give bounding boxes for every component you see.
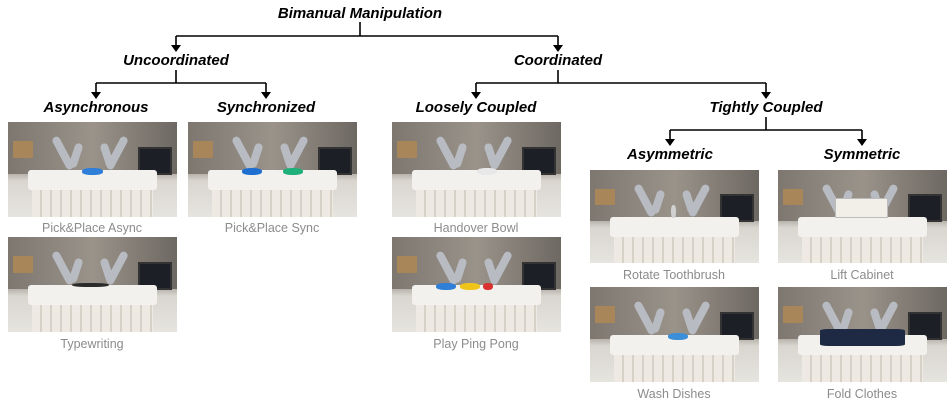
task-caption: Fold Clothes [826,387,898,401]
task-photo-typewriting [8,237,177,332]
node-loosely-coupled: Loosely Coupled [415,99,537,116]
task-photo-lift-cabinet [778,170,947,263]
task-photo-wash-dishes [590,287,759,382]
node-symmetric: Symmetric [823,146,901,163]
task-caption: Rotate Toothbrush [623,268,725,282]
task-photo-handover-bowl [392,122,561,217]
task-caption: Pick&Place Async [41,221,143,235]
node-asynchronous: Asynchronous [43,99,149,116]
node-coordinated: Coordinated [513,52,603,69]
task-caption: Play Ping Pong [433,337,519,351]
node-uncoordinated: Uncoordinated [123,52,229,69]
task-caption: Wash Dishes [637,387,711,401]
task-caption: Lift Cabinet [830,268,894,282]
node-synchronized: Synchronized [216,99,316,116]
task-photo-pick-place-async [8,122,177,217]
task-photo-rotate-toothbrush [590,170,759,263]
task-photo-pick-place-sync [188,122,357,217]
root-node-bimanual-manipulation: Bimanual Manipulation [277,5,443,22]
node-asymmetric: Asymmetric [627,146,713,163]
node-tightly-coupled: Tightly Coupled [709,99,823,116]
task-photo-play-ping-pong [392,237,561,332]
task-photo-fold-clothes [778,287,947,382]
task-caption: Handover Bowl [433,221,519,235]
task-caption: Typewriting [60,337,124,351]
task-caption: Pick&Place Sync [224,221,320,235]
